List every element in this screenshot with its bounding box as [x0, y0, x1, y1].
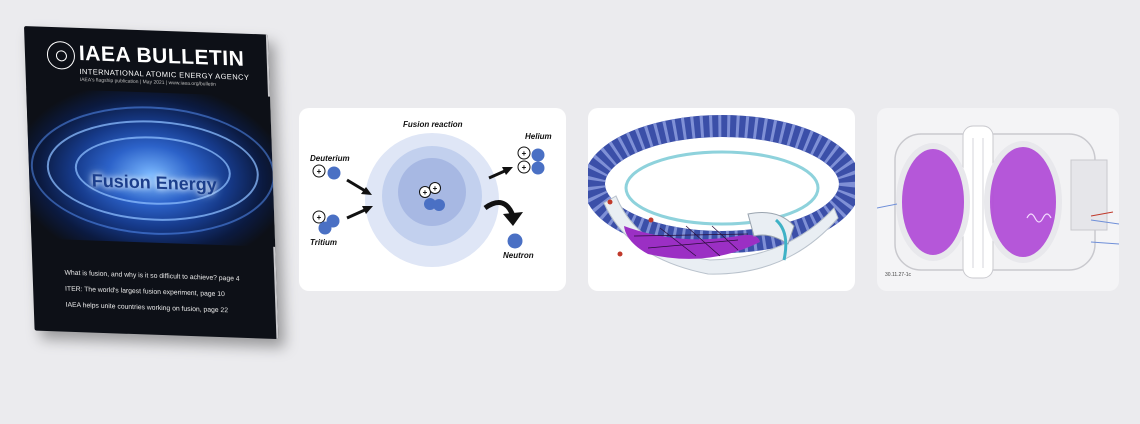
fusion-reaction-title: Fusion reaction: [403, 120, 463, 129]
side-equipment: [1070, 159, 1108, 231]
coil-arc: [774, 218, 788, 261]
tritium-arrow: [346, 207, 368, 220]
core-proton-sign: +: [433, 184, 438, 193]
cover-story-list: What is fusion, and why is it so difficu…: [64, 270, 271, 325]
helium-proton: [517, 146, 531, 160]
free-neutron: [507, 233, 523, 249]
tokamak-card: [588, 108, 855, 291]
tritium-neutron: [318, 221, 332, 235]
magnetic-field-lines: [633, 225, 749, 257]
deuterium-neutron: [327, 166, 341, 180]
deuterium-label: Deuterium: [310, 154, 350, 163]
core-neutron: [433, 199, 445, 211]
iaea-logo-icon: [46, 40, 76, 70]
render-code-label: 30.11.27-1c: [885, 272, 912, 278]
fusion-reaction-diagram: Fusion reaction + + Deuterium + + Tritiu…: [310, 120, 552, 267]
plasma-window-left: [899, 146, 967, 258]
neutron-arrow: [483, 200, 516, 217]
magazine-cover: IAEA BULLETIN INTERNATIONAL ATOMIC ENERG…: [24, 26, 279, 340]
deuterium-proton: [312, 164, 326, 178]
sensor-marker: [607, 199, 613, 205]
core-neutron: [424, 198, 436, 210]
cables: [877, 203, 1119, 245]
helium-arrowhead: [502, 167, 513, 175]
plasma-coil-trace: [1026, 213, 1052, 223]
deuterium-proton-sign: +: [317, 167, 322, 176]
torus-ring-halo: [28, 102, 277, 239]
coil-stack-detail: [972, 138, 984, 268]
tokamak-illustration: [588, 115, 855, 275]
neutron-label: Neutron: [503, 251, 534, 260]
core-proton: [419, 186, 431, 198]
red-cable: [1090, 211, 1114, 217]
plasma-stream: [624, 226, 760, 259]
sensor-marker: [617, 251, 623, 257]
helium-label: Helium: [525, 132, 552, 141]
cover-story-item: ITER: The world's largest fusion experim…: [64, 285, 225, 299]
helium-proton-sign: +: [522, 163, 527, 172]
helium-neutron: [531, 161, 545, 175]
cover-story-item: IAEA helps unite countries working on fu…: [65, 301, 229, 315]
window-frame-right: [984, 141, 1062, 263]
plasma-window-right: [987, 144, 1059, 260]
core-proton: [429, 182, 441, 194]
fusion-reaction-card: Fusion reaction + + Deuterium + + Tritiu…: [299, 108, 566, 291]
helium-proton-sign: +: [522, 149, 527, 158]
tritium-proton-sign: +: [317, 213, 322, 222]
helium-proton: [517, 160, 531, 174]
tritium-arrowhead: [362, 206, 373, 214]
helium-neutron: [531, 148, 545, 162]
vessel-cutaway: [747, 212, 795, 245]
deuterium-arrow: [346, 178, 368, 194]
tritium-proton: [312, 210, 326, 224]
helium-arrow: [488, 168, 508, 180]
sensor-marker: [648, 217, 654, 223]
fusion-torus-artwork: [26, 88, 277, 247]
reactor-illustration: 30.11.27-1c: [877, 125, 1119, 279]
cover-story-item: What is fusion, and why is it so difficu…: [64, 269, 240, 283]
deuterium-arrowhead: [361, 187, 372, 195]
inner-coil-ring: [624, 150, 820, 226]
neutron-arrowhead: [503, 212, 523, 226]
tritium-label: Tritium: [310, 238, 337, 247]
reactor-render-card: 30.11.27-1c: [877, 108, 1119, 291]
coil-segments: [588, 115, 855, 253]
core-proton-sign: +: [423, 188, 428, 197]
window-frame-left: [896, 143, 970, 261]
